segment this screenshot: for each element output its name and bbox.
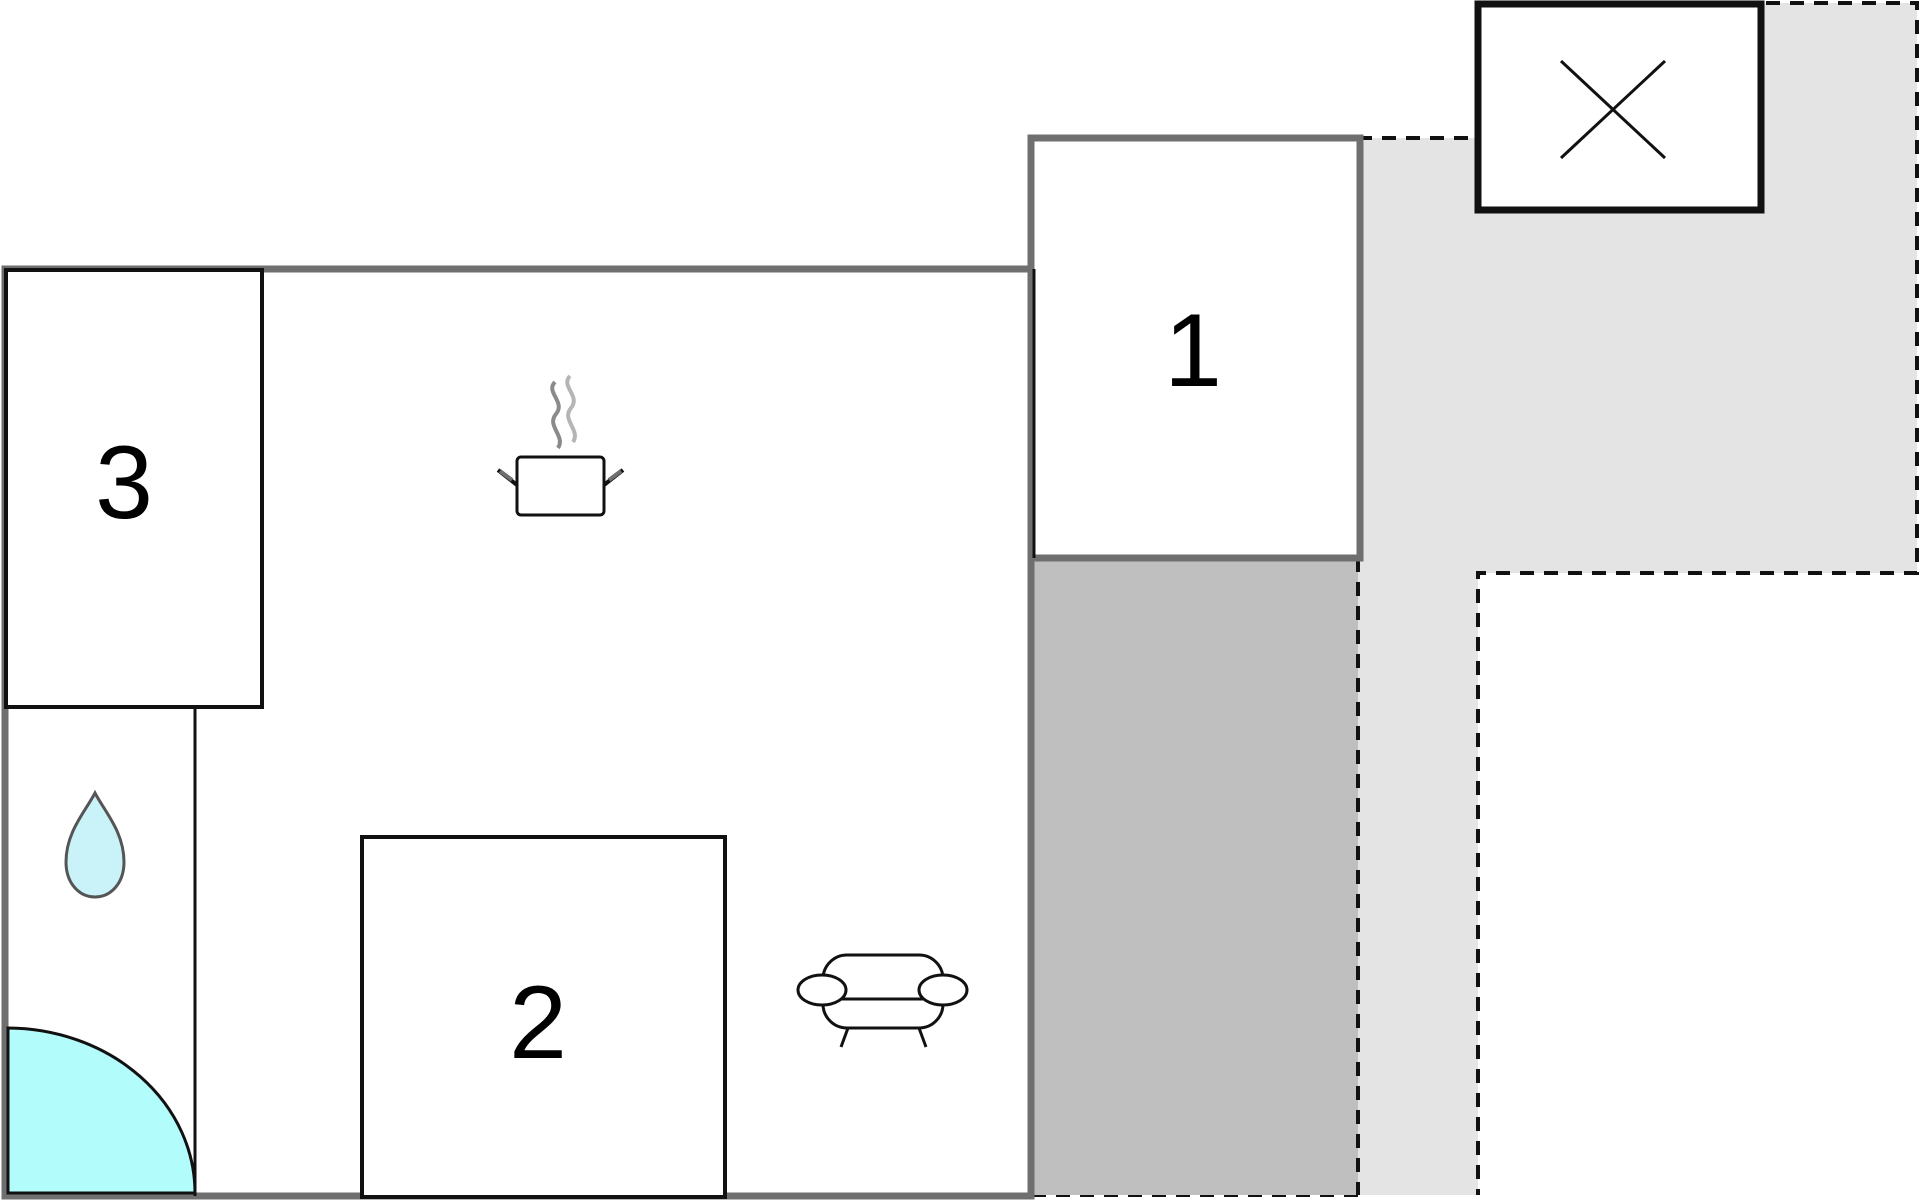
room-2	[360, 835, 727, 1199]
sofa-icon	[796, 953, 969, 1048]
room-2-label: 2	[509, 965, 567, 1081]
cooking-pot-icon	[496, 374, 625, 517]
door-swing	[6, 1026, 197, 1195]
room-1	[1027, 134, 1364, 562]
room-3	[4, 268, 264, 709]
room-3-label: 3	[95, 425, 153, 541]
annex-area	[1034, 558, 1358, 1195]
water-drop-icon	[64, 789, 126, 899]
room-1-label: 1	[1164, 293, 1222, 409]
cross-box-icon	[1474, 0, 1765, 214]
terrace-area	[1358, 3, 1917, 1195]
